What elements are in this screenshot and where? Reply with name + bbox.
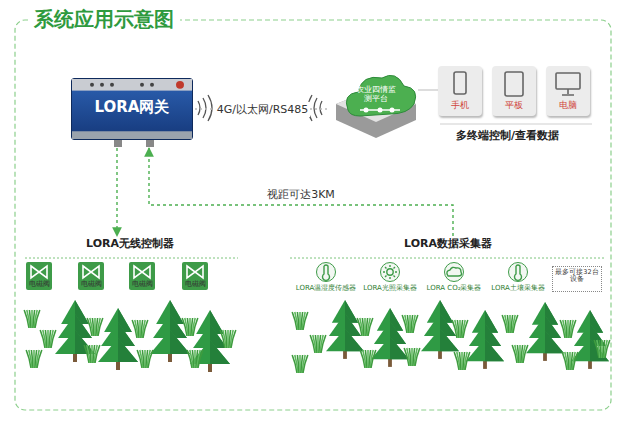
node-label: LORA光照采集器 xyxy=(356,284,424,292)
sensor-node: LORA光照采集器 xyxy=(356,262,424,296)
grass xyxy=(402,315,418,333)
grass xyxy=(137,350,153,368)
tree xyxy=(421,300,459,359)
tree xyxy=(526,302,564,361)
more-node: 最多可接32台设备 xyxy=(552,266,602,292)
tree xyxy=(55,300,95,362)
dev-node: 手机 xyxy=(438,66,482,116)
field-line xyxy=(25,258,238,259)
connector xyxy=(149,148,453,236)
valve-node: 电磁阀 xyxy=(124,262,160,294)
connector xyxy=(418,89,438,90)
tree xyxy=(571,310,609,369)
valve-icon xyxy=(124,262,160,294)
node-label: 农业四情监测平台 xyxy=(330,86,422,103)
gateway-node: LORA网关 xyxy=(71,78,193,140)
node-label: LORA网关 xyxy=(72,99,192,116)
grass xyxy=(84,345,100,363)
grass xyxy=(24,310,40,328)
note-label: 多终端控制/查看数据 xyxy=(456,128,559,143)
tree xyxy=(371,308,409,367)
valve-node: 电磁阀 xyxy=(21,262,57,294)
tree xyxy=(98,308,138,370)
grass xyxy=(502,315,518,333)
grass xyxy=(562,352,578,370)
valve-icon xyxy=(73,262,109,294)
tree xyxy=(190,310,230,372)
grass xyxy=(512,345,528,363)
grass xyxy=(357,318,373,336)
grass xyxy=(452,320,468,338)
grass xyxy=(594,340,610,358)
grass xyxy=(560,320,576,338)
node-label: 电磁阀 xyxy=(21,281,57,288)
signal-waves xyxy=(198,95,322,121)
group-heading: LORA无线控制器 xyxy=(20,238,240,251)
field-line xyxy=(290,258,606,259)
grass xyxy=(26,350,42,368)
band-node: LORA数据采集器 LORA温湿度传感器LORA光照采集器LORA CO₂采集器L… xyxy=(286,236,610,298)
sensor-node: LORA温湿度传感器 xyxy=(292,262,360,296)
node-label: 手机 xyxy=(438,100,482,110)
grass xyxy=(40,330,56,348)
connector xyxy=(116,148,117,236)
cloud-node: 农业四情监测平台 xyxy=(330,64,422,144)
grass xyxy=(454,352,470,370)
trees-and-grass xyxy=(24,300,610,373)
grass xyxy=(182,318,198,336)
cloud-platform xyxy=(330,64,422,144)
node-label: 平板 xyxy=(492,100,536,110)
group-heading: LORA数据采集器 xyxy=(286,238,610,251)
device-bracket xyxy=(440,124,592,125)
port xyxy=(114,140,122,147)
node-label: LORA CO₂采集器 xyxy=(420,284,488,292)
grass xyxy=(187,350,203,368)
edge-label: 4G/以太网/RS485 xyxy=(215,102,311,117)
sensor-node: LORA CO₂采集器 xyxy=(420,262,488,296)
node-label: LORA温湿度传感器 xyxy=(292,284,360,292)
node-label: 电磁阀 xyxy=(177,281,213,288)
valve-node: 电磁阀 xyxy=(73,262,109,294)
diagram-title: 系统应用示意图 xyxy=(28,6,180,33)
sensor-node: LORA土壤采集器 xyxy=(484,262,552,296)
valve-icon xyxy=(21,262,57,294)
tree xyxy=(466,310,504,369)
tree xyxy=(326,300,364,359)
valve-node: 电磁阀 xyxy=(177,262,213,294)
dev-node: 平板 xyxy=(492,66,536,116)
grass xyxy=(87,318,103,336)
node-label: LORA土壤采集器 xyxy=(484,284,552,292)
valve-icon xyxy=(177,262,213,294)
tree xyxy=(150,300,190,362)
dev-node: 电脑 xyxy=(546,66,590,116)
node-label: 电磁阀 xyxy=(73,281,109,288)
port xyxy=(146,140,154,147)
node-label: 最多可接32台设备 xyxy=(554,269,600,284)
grass xyxy=(310,335,326,353)
grass xyxy=(132,320,148,338)
grass xyxy=(360,350,376,368)
edge-label: 视距可达3KM xyxy=(265,187,337,202)
node-label: 电磁阀 xyxy=(124,281,160,288)
grass xyxy=(292,355,308,373)
node-label: 电脑 xyxy=(546,100,590,110)
band-node: LORA无线控制器电磁阀 电磁阀 电磁阀 电磁阀 xyxy=(20,236,240,296)
outer-border xyxy=(15,20,611,410)
grass xyxy=(404,348,420,366)
grass xyxy=(220,330,236,348)
grass xyxy=(292,312,308,330)
